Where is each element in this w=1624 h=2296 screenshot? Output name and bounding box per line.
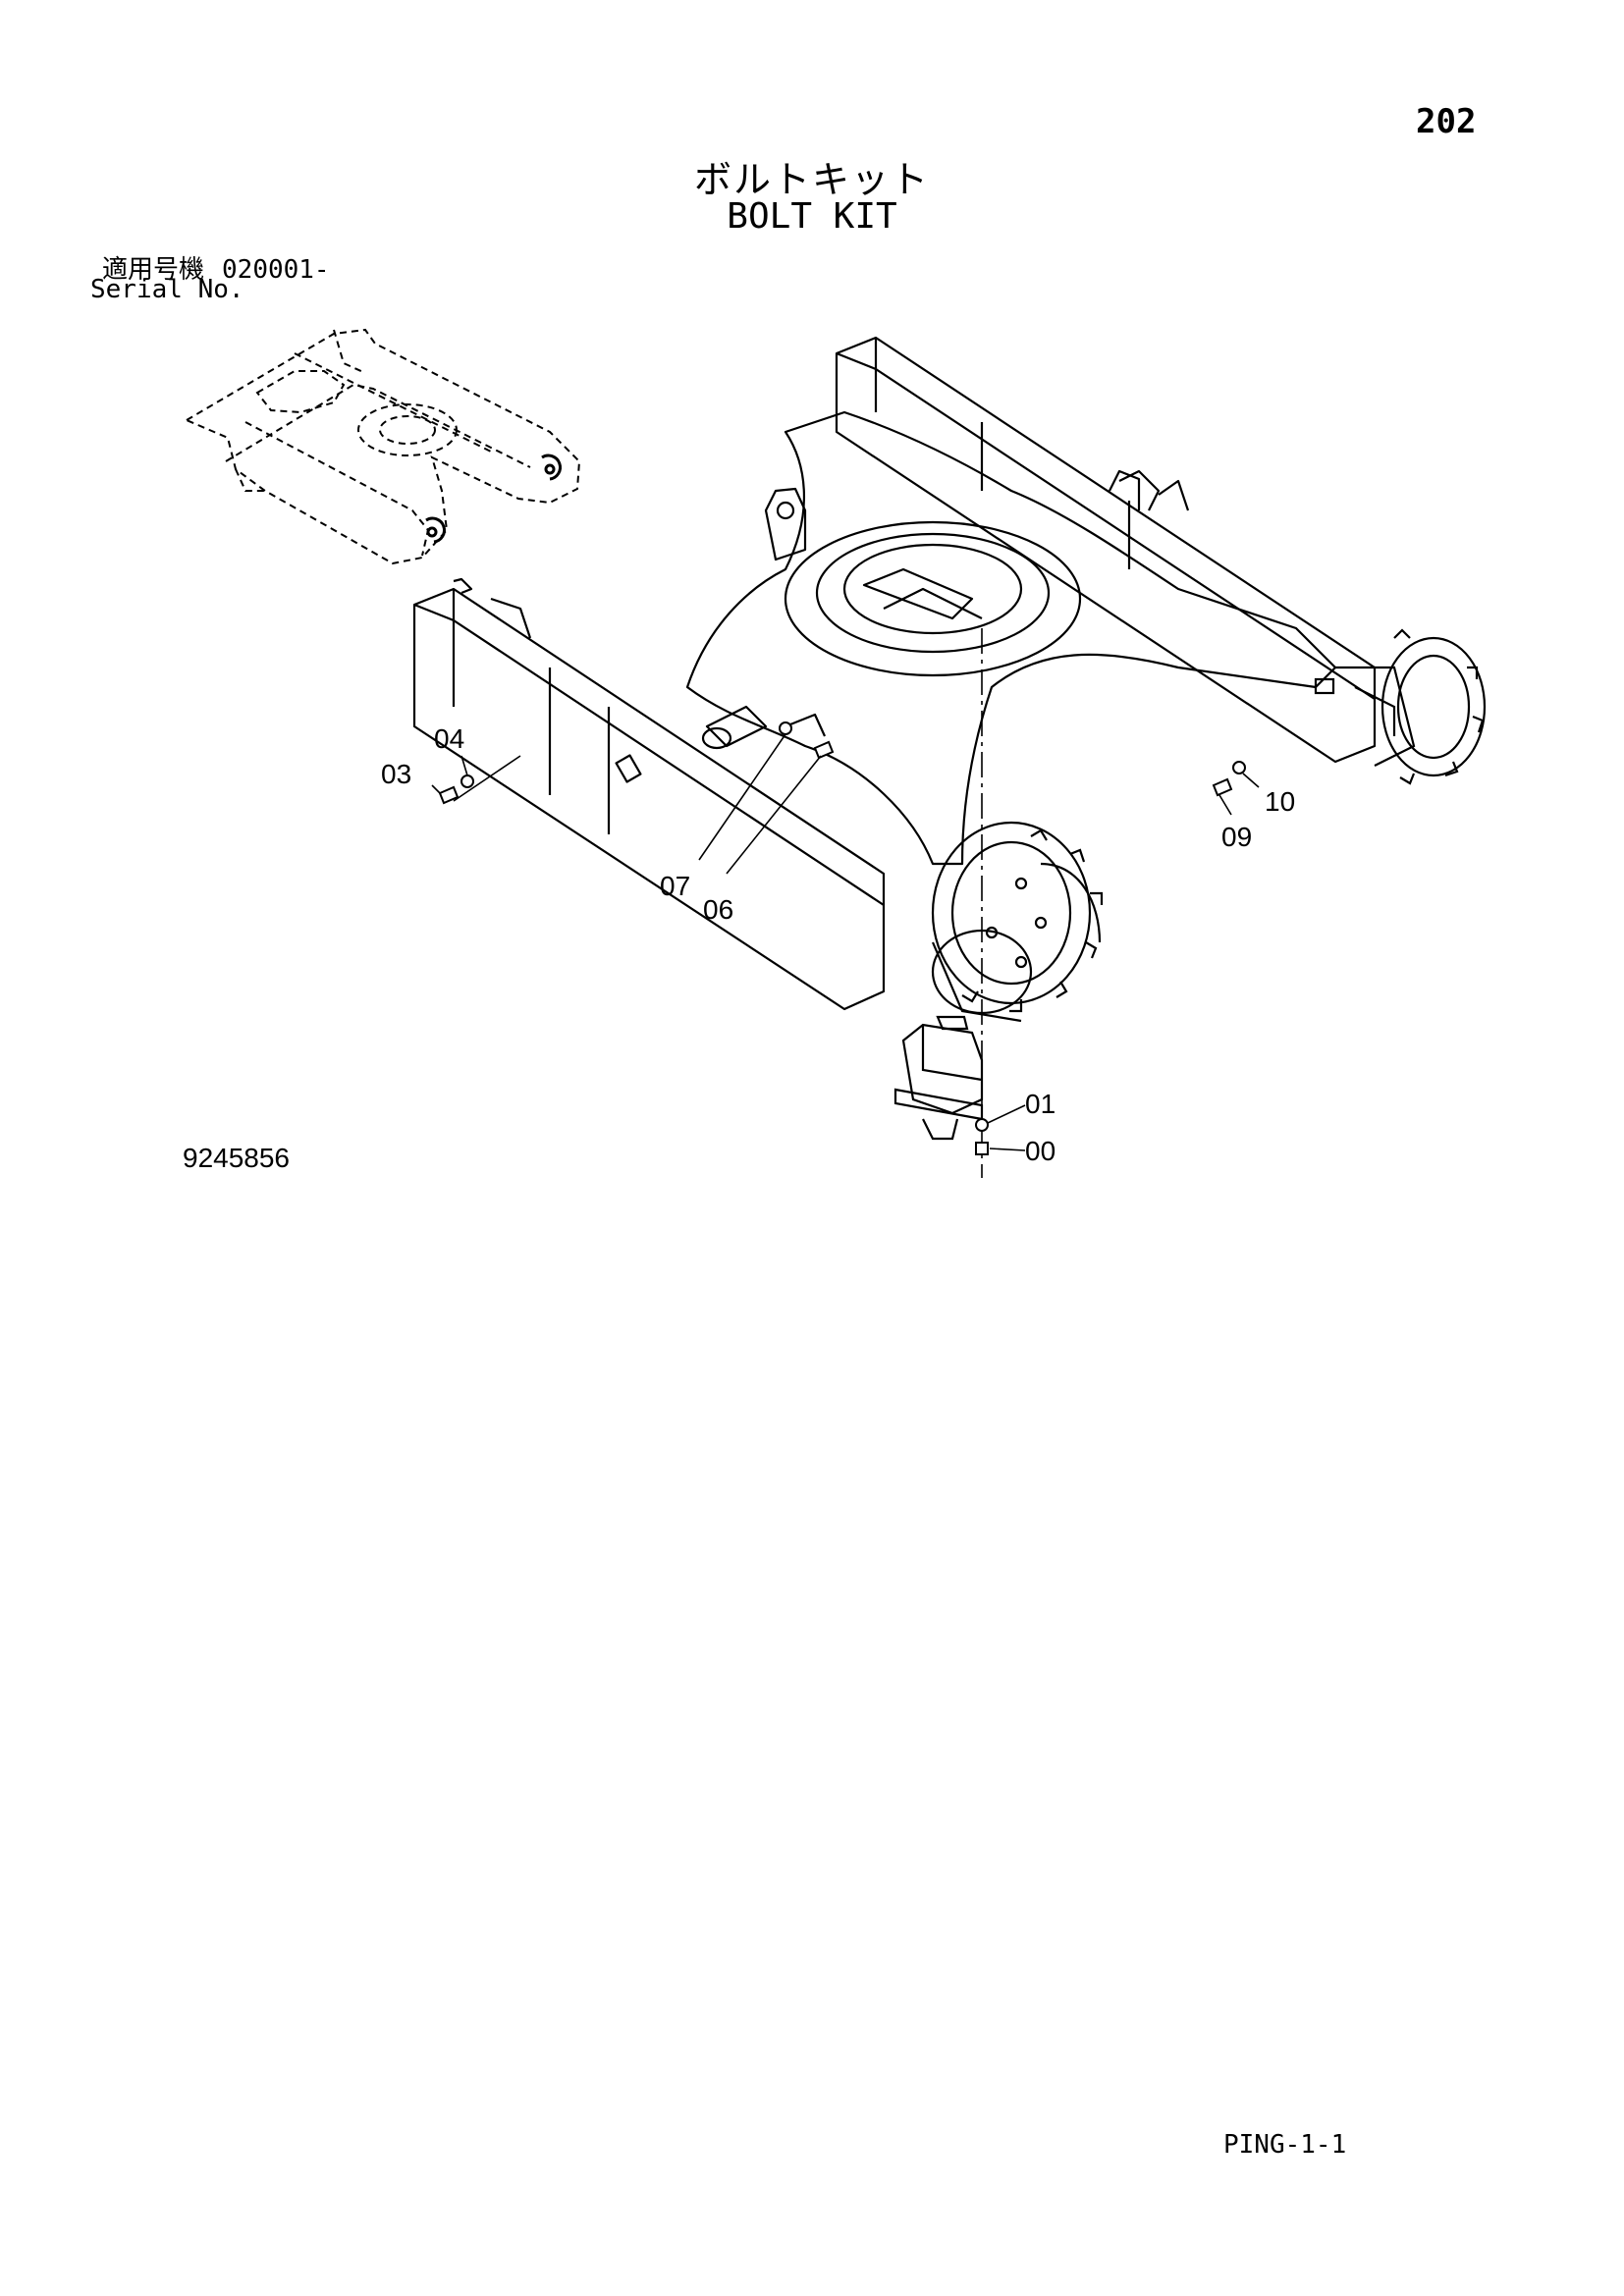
leader-lines [431,733,1260,1151]
serial-label-english: Serial No. [90,275,244,304]
page-number: 202 [1416,102,1477,141]
callout-09: 09 [1221,822,1252,852]
callout-06: 06 [703,894,733,925]
rear-sprocket [1314,628,1487,785]
callout-labels: 04 03 07 06 10 09 01 00 [381,723,1295,1166]
overview-motor-marks [425,454,562,544]
callout-03: 03 [381,759,411,789]
callout-07: 07 [660,871,690,901]
page-title-japanese: ボルトキット [693,158,930,201]
serial-value: 020001- [222,255,330,285]
serial-label-japanese: 適用号機 020001- [102,249,330,286]
callout-04: 04 [434,723,464,754]
callout-01: 01 [1025,1089,1056,1119]
page-code: PING-1-1 [1223,2130,1347,2160]
front-sprocket [931,821,1104,1023]
page-title-english: BOLT KIT [727,196,897,237]
travel-motor [893,1015,984,1141]
bolt-markers [438,721,1246,1155]
track-frame [412,336,1377,1011]
drawing-number: 9245856 [183,1143,291,1173]
overview-inset [184,328,581,565]
callout-00: 00 [1025,1136,1056,1166]
callout-10: 10 [1265,786,1295,817]
serial-label-jp-text: 適用号機 [102,255,205,285]
